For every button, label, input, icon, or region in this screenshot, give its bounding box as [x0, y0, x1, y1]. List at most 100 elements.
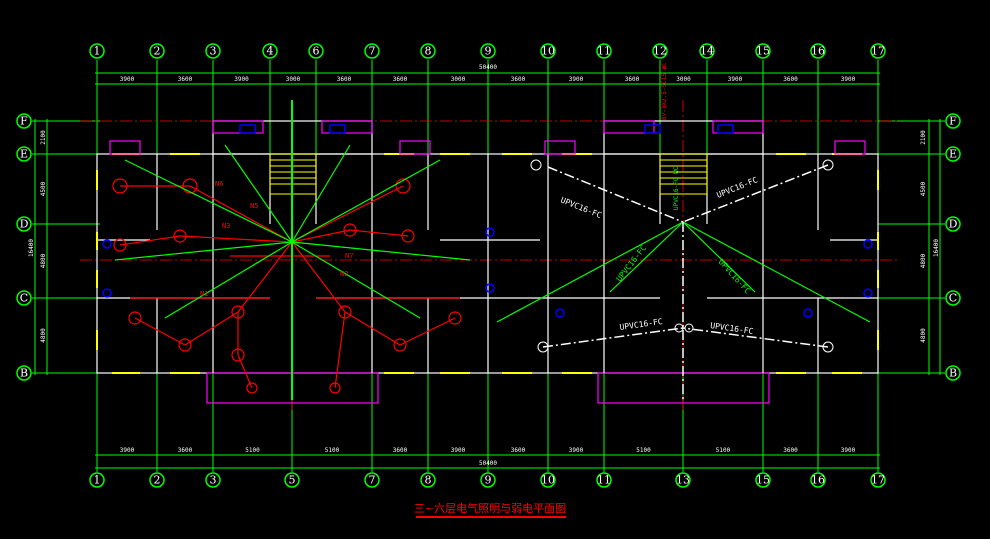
- axis-bubble: [945, 113, 961, 129]
- axis-label: 10: [541, 45, 555, 58]
- conduit-label: UPVC16-FC: [619, 317, 663, 332]
- circuit-label: N2: [340, 270, 348, 278]
- axis-label: 4: [267, 45, 274, 58]
- axis-bubble: [149, 472, 165, 488]
- lighting-wiring: UPVC16-FC UPVC16-FC UPVC16-FC UPVC16-FC …: [112, 62, 871, 400]
- dimension-label: 4500: [920, 181, 927, 196]
- total-width-label: 50400: [479, 64, 497, 71]
- axis-bubble: [262, 43, 278, 59]
- total-depth-label: 16400: [28, 239, 35, 257]
- axis-label: 17: [871, 45, 885, 58]
- axis-label: 16: [811, 474, 825, 487]
- circuit-label: N6: [215, 180, 223, 188]
- axis-label: 2: [154, 45, 161, 58]
- total-depth-label: 16400: [933, 239, 940, 257]
- axis-bubble: [755, 43, 771, 59]
- dimension-label: 3600: [178, 76, 193, 83]
- dimension-label: 3900: [569, 447, 584, 454]
- axis-label: C: [949, 292, 957, 305]
- axis-bubble: [652, 43, 668, 59]
- axis-bubble: [420, 43, 436, 59]
- axis-label: B: [20, 367, 28, 380]
- axis-label: F: [20, 115, 28, 128]
- axis-label: 13: [676, 474, 690, 487]
- dimension-label: 3600: [783, 76, 798, 83]
- dimension-label: 3600: [337, 76, 352, 83]
- axis-bubble: [89, 472, 105, 488]
- axis-label: 11: [597, 474, 611, 487]
- axis-bubble: [810, 472, 826, 488]
- axis-label: 8: [425, 474, 432, 487]
- circuit-label: N3: [222, 222, 230, 230]
- axis-bubble: [480, 472, 496, 488]
- dimension-label: 3600: [511, 76, 526, 83]
- riser-label: BV-3X2.5-SC15 WC: [661, 62, 668, 120]
- drawing-title-text: 三~六层电气照明与弱电平面图: [414, 501, 566, 515]
- axis-label: 8: [425, 45, 432, 58]
- dimension-label: 5100: [245, 447, 260, 454]
- axis-label: 11: [597, 45, 611, 58]
- axis-label: 6: [313, 45, 320, 58]
- dimension-label: 3900: [728, 76, 743, 83]
- axis-bubble: [16, 146, 32, 162]
- axis-label: 1: [94, 474, 101, 487]
- dimension-label: 3900: [234, 76, 249, 83]
- axis-bubble: [540, 472, 556, 488]
- dimension-label: 5100: [636, 447, 651, 454]
- dimension-label: 3900: [120, 447, 135, 454]
- dimension-label: 3600: [178, 447, 193, 454]
- axis-bubble: [364, 43, 380, 59]
- axis-bubble: [16, 216, 32, 232]
- axis-label: E: [20, 148, 28, 161]
- dimension-label: 3900: [569, 76, 584, 83]
- axis-bubble: [205, 472, 221, 488]
- axis-label: E: [949, 148, 957, 161]
- dimension-label: 3600: [511, 447, 526, 454]
- dimension-label: 3900: [451, 447, 466, 454]
- dimension-label: 4800: [920, 328, 927, 343]
- dimension-label: 2100: [920, 130, 927, 145]
- axis-label: 12: [653, 45, 667, 58]
- dimension-label: 3600: [393, 76, 408, 83]
- axis-label: 15: [756, 474, 770, 487]
- axis-bubble: [149, 43, 165, 59]
- dimension-label: 3900: [841, 76, 856, 83]
- axis-label: B: [949, 367, 957, 380]
- circuit-label: N5: [250, 202, 258, 210]
- axis-bubble: [945, 365, 961, 381]
- axis-label: D: [20, 218, 29, 231]
- circuit-label: N1: [200, 290, 208, 298]
- dimension-label: 4500: [40, 181, 47, 196]
- axis-label: 9: [485, 474, 492, 487]
- circuit-label: N7: [345, 252, 353, 260]
- axis-label: 3: [210, 45, 217, 58]
- conduit-label: UPVC16-FC: [717, 257, 753, 295]
- axis-bubble: [420, 472, 436, 488]
- dimension-label: 4800: [40, 253, 47, 268]
- dimension-label: 3600: [393, 447, 408, 454]
- axis-bubble: [596, 43, 612, 59]
- axis-bubble: [205, 43, 221, 59]
- axis-label: C: [20, 292, 28, 305]
- axis-label: 3: [210, 474, 217, 487]
- axis-label: 5: [289, 474, 296, 487]
- axis-bubble: [945, 146, 961, 162]
- dimension-label: 3600: [783, 447, 798, 454]
- axis-bubble: [755, 472, 771, 488]
- axis-label: 17: [871, 474, 885, 487]
- conduit-label: UPVC16-FC: [715, 175, 759, 200]
- axis-bubble: [675, 472, 691, 488]
- axis-bubble: [16, 290, 32, 306]
- axis-label: 9: [485, 45, 492, 58]
- dimension-label: 2100: [40, 130, 47, 145]
- axis-bubble: [870, 43, 886, 59]
- axis-bubble: [596, 472, 612, 488]
- total-width-label: 50400: [479, 460, 497, 467]
- axis-bubble: [810, 43, 826, 59]
- dimension-label: 3900: [841, 447, 856, 454]
- dimension-label: 3600: [625, 76, 640, 83]
- conduit-label: UPVC16-FC: [559, 196, 603, 221]
- dimension-label: 5100: [325, 447, 340, 454]
- axis-label: 16: [811, 45, 825, 58]
